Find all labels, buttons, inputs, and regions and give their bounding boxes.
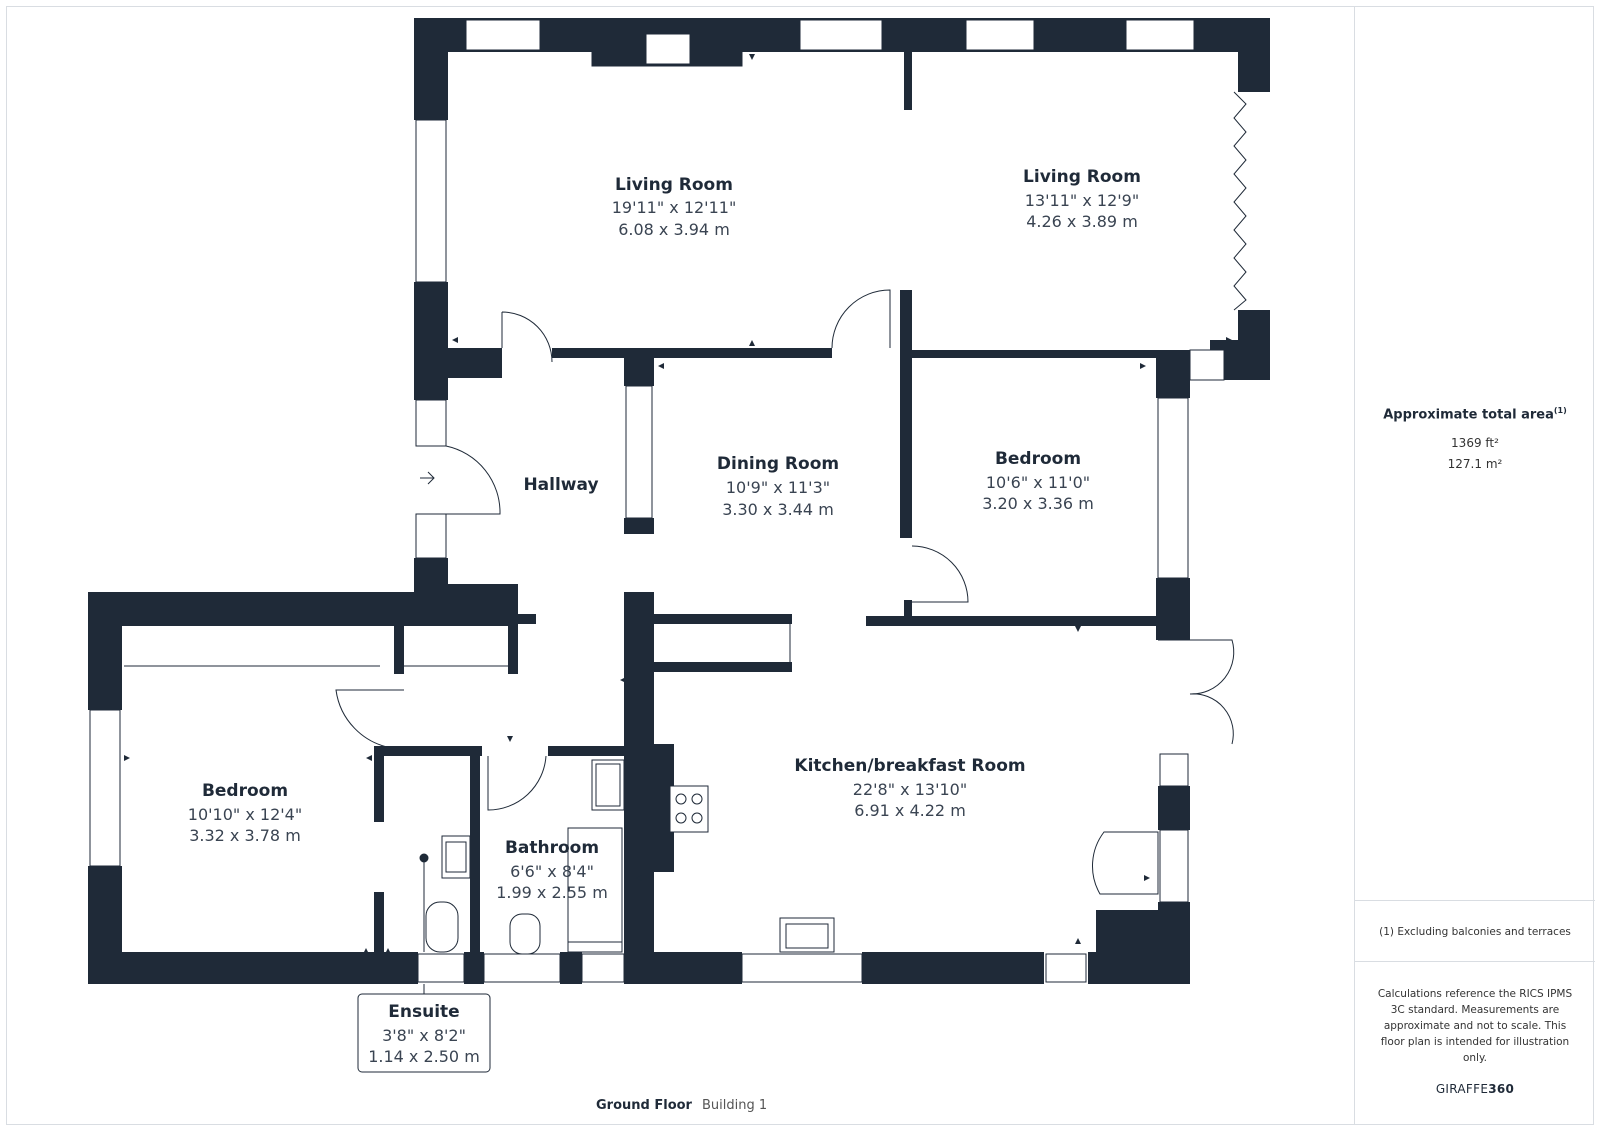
room-name-bathroom: Bathroom [505,838,599,858]
area-title: Approximate total area(1) [1355,406,1595,422]
room-labels: Living Room 19'11" x 12'11" 6.08 x 3.94 … [188,167,1141,1073]
floor-plan: Living Room 19'11" x 12'11" 6.08 x 3.94 … [88,18,1270,1073]
page-frame [6,6,1594,1125]
disclaimer: Calculations reference the RICS IPMS 3C … [1377,988,1573,1064]
plan-footer: Ground Floor Building 1 [596,1098,767,1113]
info-sidebar: Approximate total area(1) 1369 ft² 127.1… [1354,6,1595,1125]
area-square-feet: 1369 ft² [1451,436,1499,450]
area-square-meters: 127.1 m² [1447,457,1503,471]
divider [1355,961,1595,962]
room-dims-imperial-dining: 10'9" x 11'3" [726,478,830,497]
room-name-dining: Dining Room [717,454,839,474]
room-dims-imperial-ensuite: 3'8" x 8'2" [382,1026,466,1045]
room-dims-metric-bedroom-1: 3.20 x 3.36 m [982,494,1094,513]
area-footnote-marker: (1) [1553,406,1567,415]
room-name-ensuite: Ensuite [388,1002,459,1022]
room-name-kitchen: Kitchen/breakfast Room [794,756,1025,776]
room-name-bedroom-1: Bedroom [995,449,1081,469]
brand-number: 360 [1488,1082,1515,1096]
room-dims-metric-ensuite: 1.14 x 2.50 m [368,1047,480,1066]
room-name-bedroom-2: Bedroom [202,781,288,801]
room-dims-metric-bedroom-2: 3.32 x 3.78 m [189,826,301,845]
room-dims-imperial-bedroom-2: 10'10" x 12'4" [188,805,302,824]
room-dims-imperial-living-1: 19'11" x 12'11" [612,198,737,217]
building-name: Building 1 [701,1098,768,1113]
floor-name: Ground Floor [596,1098,692,1113]
room-dims-metric-living-1: 6.08 x 3.94 m [618,220,730,239]
room-dims-imperial-living-2: 13'11" x 12'9" [1025,191,1139,210]
brand-logo: GIRAFFE360 [1355,1082,1595,1096]
room-dims-imperial-bathroom: 6'6" x 8'4" [510,862,594,881]
room-name-living-2: Living Room [1023,167,1141,187]
room-dims-metric-bathroom: 1.99 x 2.55 m [496,883,608,902]
room-dims-metric-kitchen: 6.91 x 4.22 m [854,801,966,820]
room-name-hallway: Hallway [523,475,598,495]
doors [124,91,1247,895]
room-dims-imperial-bedroom-1: 10'6" x 11'0" [986,473,1090,492]
room-dims-metric-dining: 3.30 x 3.44 m [722,500,834,519]
area-title-text: Approximate total area [1383,407,1554,423]
divider [1355,900,1595,901]
wall-markers [124,54,1232,954]
room-dims-imperial-kitchen: 22'8" x 13'10" [853,780,967,799]
windows [89,19,1225,983]
room-dims-metric-living-2: 4.26 x 3.89 m [1026,212,1138,231]
area-footnote: (1) Excluding balconies and terraces [1379,926,1571,938]
room-name-living-1: Living Room [615,175,733,195]
brand-name: GIRAFFE [1435,1082,1489,1096]
fixtures [419,33,835,955]
